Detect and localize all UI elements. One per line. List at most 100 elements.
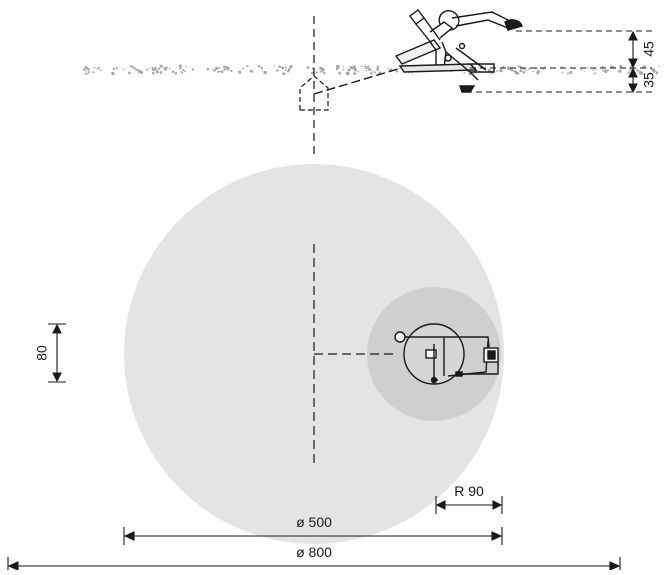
gravel-speck bbox=[510, 69, 514, 72]
gravel-speck bbox=[489, 73, 492, 75]
gravel-speck bbox=[182, 68, 185, 71]
gravel-speck bbox=[157, 67, 161, 70]
gravel-speck bbox=[284, 66, 287, 69]
gravel-speck bbox=[361, 65, 363, 68]
gravel-speck bbox=[284, 69, 287, 72]
gravel-speck bbox=[566, 72, 570, 75]
gravel-speck bbox=[371, 70, 374, 72]
plan-machine bbox=[394, 323, 499, 385]
gravel-speck bbox=[222, 66, 225, 69]
gravel-speck bbox=[347, 68, 351, 72]
gravel-speck bbox=[353, 66, 357, 70]
gravel-speck bbox=[191, 68, 195, 71]
gravel-speck bbox=[376, 65, 380, 68]
gravel-speck bbox=[364, 65, 367, 68]
gravel-speck bbox=[155, 70, 159, 74]
gravel-speck bbox=[338, 71, 342, 75]
gravel-speck bbox=[502, 65, 505, 68]
gravel-speck bbox=[257, 64, 261, 68]
gravel-speck bbox=[627, 71, 630, 74]
gravel-speck bbox=[288, 67, 291, 71]
gravel-speck bbox=[655, 71, 659, 75]
gravel-speck bbox=[342, 66, 345, 68]
gravel-speck bbox=[536, 70, 540, 74]
gravel-speck bbox=[348, 72, 350, 74]
gravel-speck bbox=[135, 69, 137, 72]
dimension-inner-diameter-label: ø 500 bbox=[296, 514, 332, 530]
gravel-speck bbox=[162, 66, 164, 68]
gravel-speck bbox=[528, 67, 531, 70]
gravel-speck bbox=[223, 68, 226, 71]
gravel-speck bbox=[84, 66, 88, 70]
gravel-speck bbox=[276, 69, 279, 72]
gravel-speck bbox=[629, 70, 632, 72]
gravel-speck bbox=[217, 70, 220, 73]
gravel-speck bbox=[586, 66, 589, 69]
gravel-speck bbox=[136, 69, 138, 71]
gravel-speck bbox=[92, 71, 94, 73]
gravel-speck bbox=[323, 71, 326, 75]
gravel-speck bbox=[569, 71, 573, 74]
dimension-offset-label: 80 bbox=[34, 345, 50, 361]
gravel-speck bbox=[214, 67, 217, 70]
gravel-speck bbox=[315, 71, 318, 74]
gravel-speck bbox=[522, 71, 526, 74]
gravel-speck bbox=[601, 69, 605, 72]
gravel-speck bbox=[336, 67, 339, 71]
gravel-speck bbox=[112, 67, 115, 71]
elevation-pivot-outline bbox=[299, 75, 329, 111]
gravel-speck bbox=[524, 69, 527, 71]
gravel-speck bbox=[499, 69, 503, 73]
gravel-speck bbox=[163, 67, 167, 70]
gravel-speck bbox=[658, 65, 660, 67]
dimension-height-upper: 45 bbox=[641, 41, 657, 57]
dimension-inner-diameter-arrow bbox=[123, 527, 503, 545]
dimension-height-lower: 35 bbox=[641, 72, 657, 88]
gravel-speck bbox=[369, 71, 373, 75]
gravel-speck bbox=[213, 69, 216, 72]
gravel-speck bbox=[411, 72, 414, 74]
gravel-speck bbox=[96, 67, 99, 70]
gravel-speck bbox=[515, 71, 519, 75]
gravel-speck bbox=[580, 68, 583, 71]
gravel-speck bbox=[536, 73, 539, 75]
gravel-speck bbox=[619, 64, 623, 68]
gravel-speck bbox=[171, 70, 175, 74]
gravel-speck bbox=[87, 68, 90, 71]
gravel-speck bbox=[226, 66, 230, 69]
gravel-speck bbox=[238, 70, 242, 74]
gravel-speck bbox=[180, 71, 184, 74]
gravel-speck bbox=[636, 68, 639, 71]
gravel-speck bbox=[211, 68, 214, 70]
dimension-radius-label: R 90 bbox=[454, 483, 484, 499]
gravel-speck bbox=[168, 68, 171, 70]
dimension-radius-arrow bbox=[435, 496, 503, 514]
gravel-speck bbox=[122, 68, 125, 71]
gravel-speck bbox=[154, 66, 156, 68]
gravel-speck bbox=[473, 72, 475, 75]
gravel-speck bbox=[618, 69, 622, 73]
gravel-speck bbox=[165, 66, 168, 69]
gravel-speck bbox=[111, 71, 115, 76]
gravel-speck bbox=[218, 66, 221, 70]
gravel-speck bbox=[246, 64, 249, 68]
gravel-speck bbox=[184, 70, 186, 73]
gravel-speck bbox=[87, 71, 90, 74]
gravel-speck bbox=[145, 68, 148, 71]
gravel-speck bbox=[320, 70, 323, 73]
gravel-speck bbox=[260, 66, 264, 70]
gravel-speck bbox=[543, 66, 546, 68]
gravel-speck bbox=[138, 71, 140, 73]
gravel-speck bbox=[282, 72, 286, 76]
gravel-speck bbox=[593, 72, 596, 75]
gravel-speck bbox=[636, 69, 639, 72]
gravel-speck bbox=[592, 68, 595, 71]
gravel-speck bbox=[278, 65, 282, 69]
gravel-speck bbox=[518, 65, 521, 68]
gravel-speck bbox=[263, 70, 267, 75]
dimension-outer-diameter-label: ø 800 bbox=[296, 544, 332, 560]
gravel-speck bbox=[141, 72, 144, 74]
gravel-speck bbox=[84, 72, 88, 76]
gravel-speck bbox=[342, 68, 345, 71]
